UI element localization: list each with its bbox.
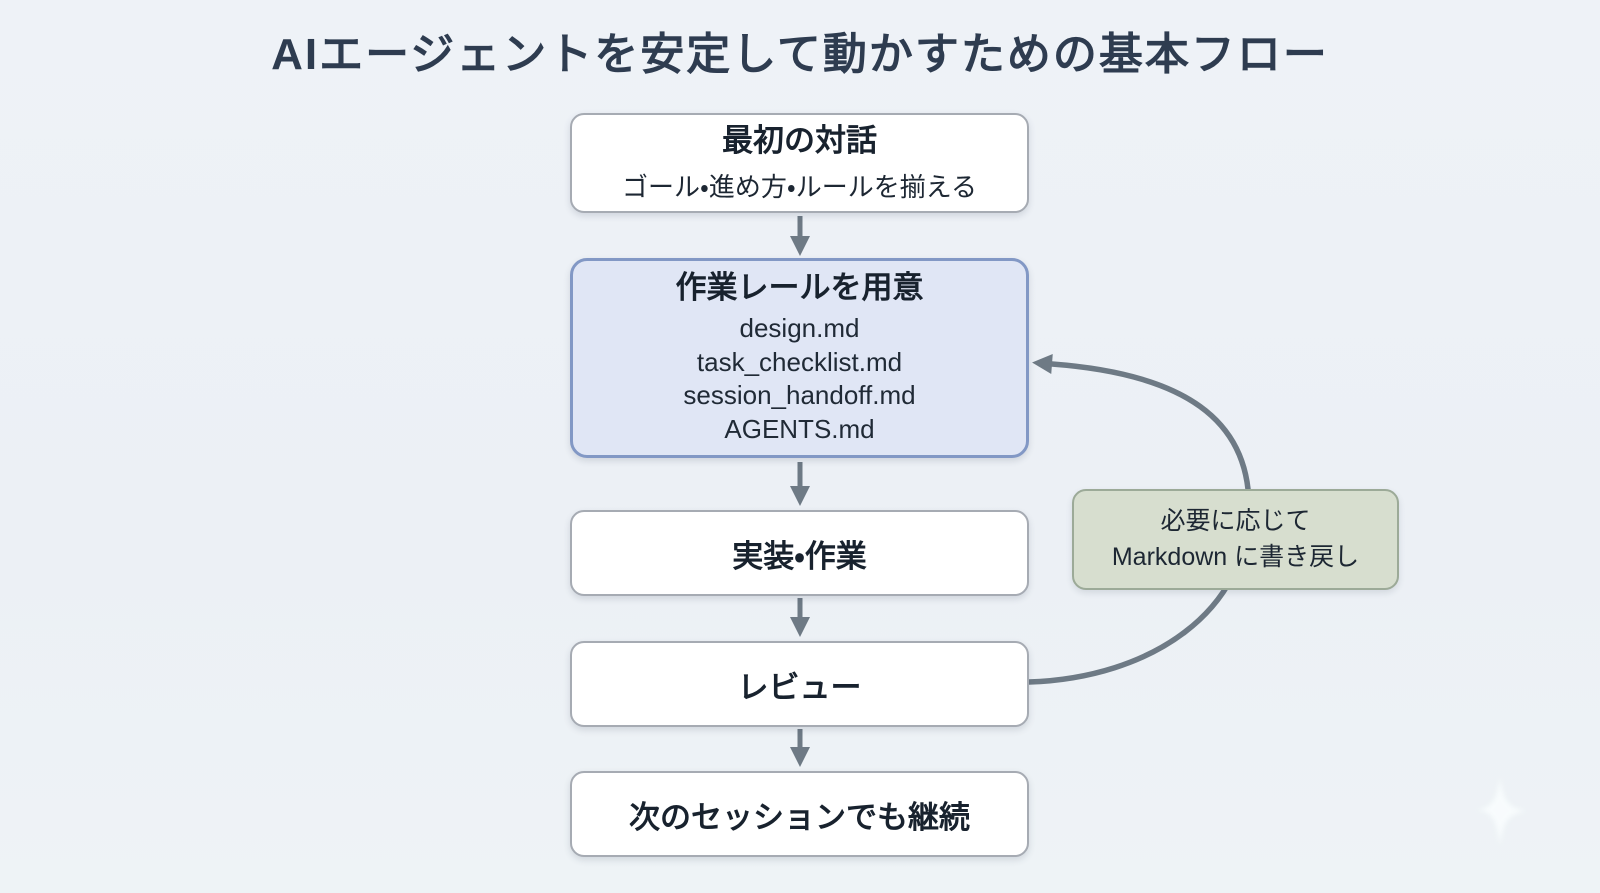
node-title: 作業レールを用意 bbox=[675, 270, 924, 306]
node-label: 実装・作業 bbox=[732, 538, 867, 574]
file-name-session-handoff-md: session_handoff.md bbox=[683, 380, 916, 411]
node-label: レビュー bbox=[737, 669, 862, 705]
flow-node-review: レビュー bbox=[570, 641, 1029, 727]
diagram-title: AIエージェントを安定して動かすための基本フロー bbox=[271, 30, 1329, 79]
flow-node-first-dialogue: 最初の対話 ゴール・進め方・ルールを揃える bbox=[570, 113, 1029, 213]
file-name-design-md: design.md bbox=[739, 312, 860, 343]
node-title: 最初の対話 bbox=[722, 122, 877, 158]
feedback-note-box: 必要に応じて Markdown に書き戻し bbox=[1072, 489, 1399, 590]
flow-node-implementation: 実装・作業 bbox=[570, 510, 1029, 596]
file-name-task-checklist-md: task_checklist.md bbox=[696, 346, 903, 377]
sparkle-decoration bbox=[1474, 777, 1526, 845]
flow-node-next-session: 次のセッションでも継続 bbox=[570, 771, 1029, 857]
file-name-agents-md: AGENTS.md bbox=[724, 414, 875, 445]
feedback-note-line2: Markdown に書き戻し bbox=[1111, 542, 1360, 571]
node-subtitle: ゴール・進め方・ルールを揃える bbox=[622, 172, 977, 203]
node-label: 次のセッションでも継続 bbox=[629, 799, 970, 835]
flow-node-work-rails: 作業レールを用意 design.md task_checklist.md ses… bbox=[570, 258, 1029, 458]
feedback-note-line1: 必要に応じて bbox=[1160, 507, 1311, 535]
